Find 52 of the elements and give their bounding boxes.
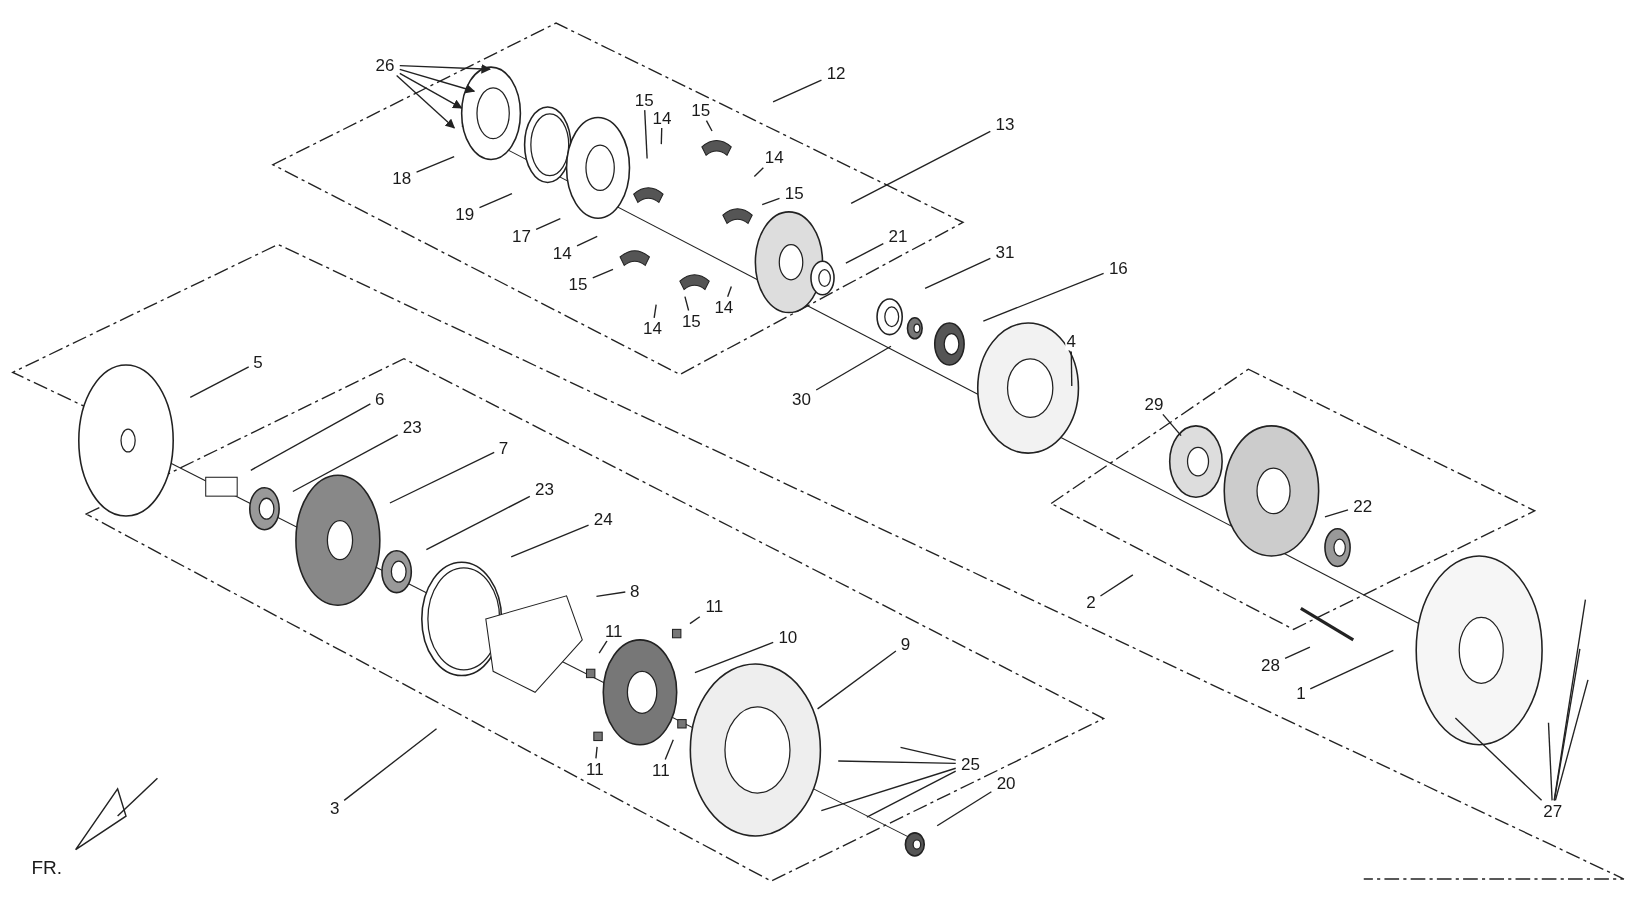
leader-line xyxy=(415,155,455,173)
leader-line xyxy=(899,746,957,761)
leader-line xyxy=(1554,679,1589,802)
leader-line xyxy=(820,767,957,812)
leader-line xyxy=(689,616,701,625)
leader-line xyxy=(399,64,491,74)
leader-line xyxy=(837,760,957,764)
leader-line xyxy=(982,272,1105,322)
leader-line xyxy=(189,366,250,399)
leader-line xyxy=(592,268,614,279)
leader-line xyxy=(850,130,991,205)
leader-line xyxy=(250,403,372,471)
leader-line xyxy=(772,79,823,103)
leader-line xyxy=(1454,717,1543,802)
leader-line xyxy=(535,217,562,231)
leader-line xyxy=(653,303,657,319)
leader-line xyxy=(845,243,884,264)
leader-line xyxy=(595,746,598,760)
leader-line xyxy=(761,197,781,206)
leader-line xyxy=(815,345,892,391)
leader-line xyxy=(1309,649,1395,690)
leader-line xyxy=(1324,509,1349,518)
leader-line xyxy=(694,641,774,674)
leader-line xyxy=(726,285,733,298)
leader-line xyxy=(753,167,764,178)
leader-line xyxy=(644,109,648,160)
leader-line xyxy=(389,451,495,504)
leader-line xyxy=(343,728,438,802)
leader-line xyxy=(664,739,674,761)
leader-line xyxy=(478,192,513,209)
front-direction-label: FR. xyxy=(31,858,63,878)
leader-line xyxy=(866,770,957,818)
leader-line xyxy=(924,257,991,290)
leader-line xyxy=(705,119,713,132)
leader-line xyxy=(598,640,608,654)
leader-line xyxy=(1099,574,1134,597)
leader-line xyxy=(816,650,897,710)
leader-line xyxy=(395,74,455,129)
leader-line xyxy=(1547,722,1553,802)
leader-line xyxy=(1553,648,1581,802)
leader-line xyxy=(684,295,690,312)
leader-line xyxy=(399,72,463,109)
leader-line xyxy=(425,495,531,551)
leader-line xyxy=(399,68,476,94)
leader-line xyxy=(292,434,399,493)
leader-line xyxy=(1162,413,1182,437)
leader-line xyxy=(510,524,590,558)
leader-line xyxy=(576,235,598,247)
leader-line xyxy=(595,591,626,598)
leader-line xyxy=(936,791,993,827)
leader-line xyxy=(1070,350,1073,387)
leader-line xyxy=(1284,646,1311,659)
